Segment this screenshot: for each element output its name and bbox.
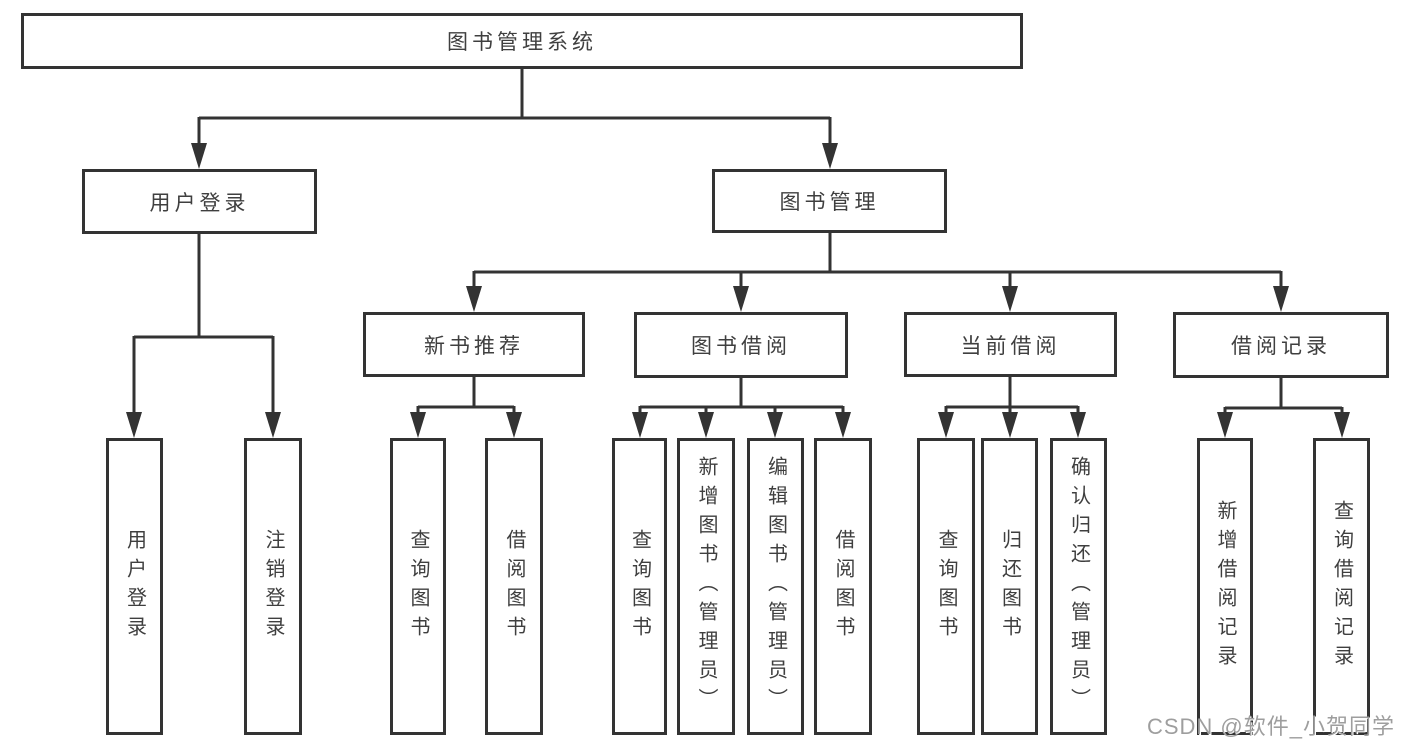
leaf-add-books-admin: 新增图书（管理员）: [677, 438, 735, 735]
leaf-query-books-borrow: 查询图书: [612, 438, 667, 735]
leaf-borrow-books-recommend: 借阅图书: [485, 438, 543, 735]
leaf-query-books-current: 查询图书: [917, 438, 975, 735]
node-current-borrow-label: 当前借阅: [960, 334, 1061, 358]
leaf-borrow-books-recommend-label: 借阅图书: [503, 528, 525, 645]
leaf-query-books-recommend-label: 查询图书: [407, 528, 429, 645]
leaf-user-login-label: 用户登录: [123, 528, 146, 645]
leaf-logout-label: 注销登录: [262, 528, 284, 645]
arrow-down-icons: [126, 143, 1350, 438]
node-book-management-label: 图书管理: [779, 191, 880, 214]
leaf-add-books-admin-label: 新增图书（管理员）: [695, 456, 717, 717]
leaf-user-login: 用户登录: [106, 438, 163, 735]
leaf-edit-books-admin: 编辑图书（管理员）: [747, 438, 804, 735]
node-user-login: 用户登录: [82, 169, 317, 234]
leaf-query-books-recommend: 查询图书: [390, 438, 446, 735]
node-new-book-recommend-label: 新书推荐: [424, 334, 524, 358]
watermark: CSDN @软件_小贺同学: [1146, 714, 1395, 739]
leaf-edit-books-admin-label: 编辑图书（管理员）: [764, 456, 787, 717]
leaf-query-books-borrow-label: 查询图书: [628, 528, 651, 645]
node-borrow-records: 借阅记录: [1173, 312, 1389, 378]
node-book-management: 图书管理: [712, 169, 947, 233]
leaf-return-books-label: 归还图书: [998, 528, 1021, 645]
node-root-label: 图书管理系统: [447, 31, 597, 54]
node-current-borrow: 当前借阅: [904, 312, 1117, 377]
leaf-borrow-books-label: 借阅图书: [832, 528, 854, 645]
leaf-confirm-return-admin: 确认归还（管理员）: [1050, 438, 1107, 735]
leaf-query-books-current-label: 查询图书: [935, 528, 957, 645]
node-book-borrow: 图书借阅: [634, 312, 848, 378]
leaf-return-books: 归还图书: [981, 438, 1038, 735]
leaf-query-borrow-record-label: 查询借阅记录: [1330, 499, 1353, 674]
edge-lines: [132, 69, 1344, 416]
leaf-logout: 注销登录: [244, 438, 302, 735]
leaf-add-borrow-record: 新增借阅记录: [1197, 438, 1253, 735]
node-new-book-recommend: 新书推荐: [363, 312, 585, 377]
leaf-borrow-books: 借阅图书: [814, 438, 872, 735]
leaf-confirm-return-admin-label: 确认归还（管理员）: [1067, 456, 1090, 717]
node-root: 图书管理系统: [21, 13, 1023, 69]
node-borrow-records-label: 借阅记录: [1231, 335, 1331, 358]
leaf-add-borrow-record-label: 新增借阅记录: [1214, 499, 1236, 674]
leaf-query-borrow-record: 查询借阅记录: [1313, 438, 1370, 735]
node-user-login-label: 用户登录: [149, 191, 250, 215]
node-book-borrow-label: 图书借阅: [691, 335, 791, 358]
